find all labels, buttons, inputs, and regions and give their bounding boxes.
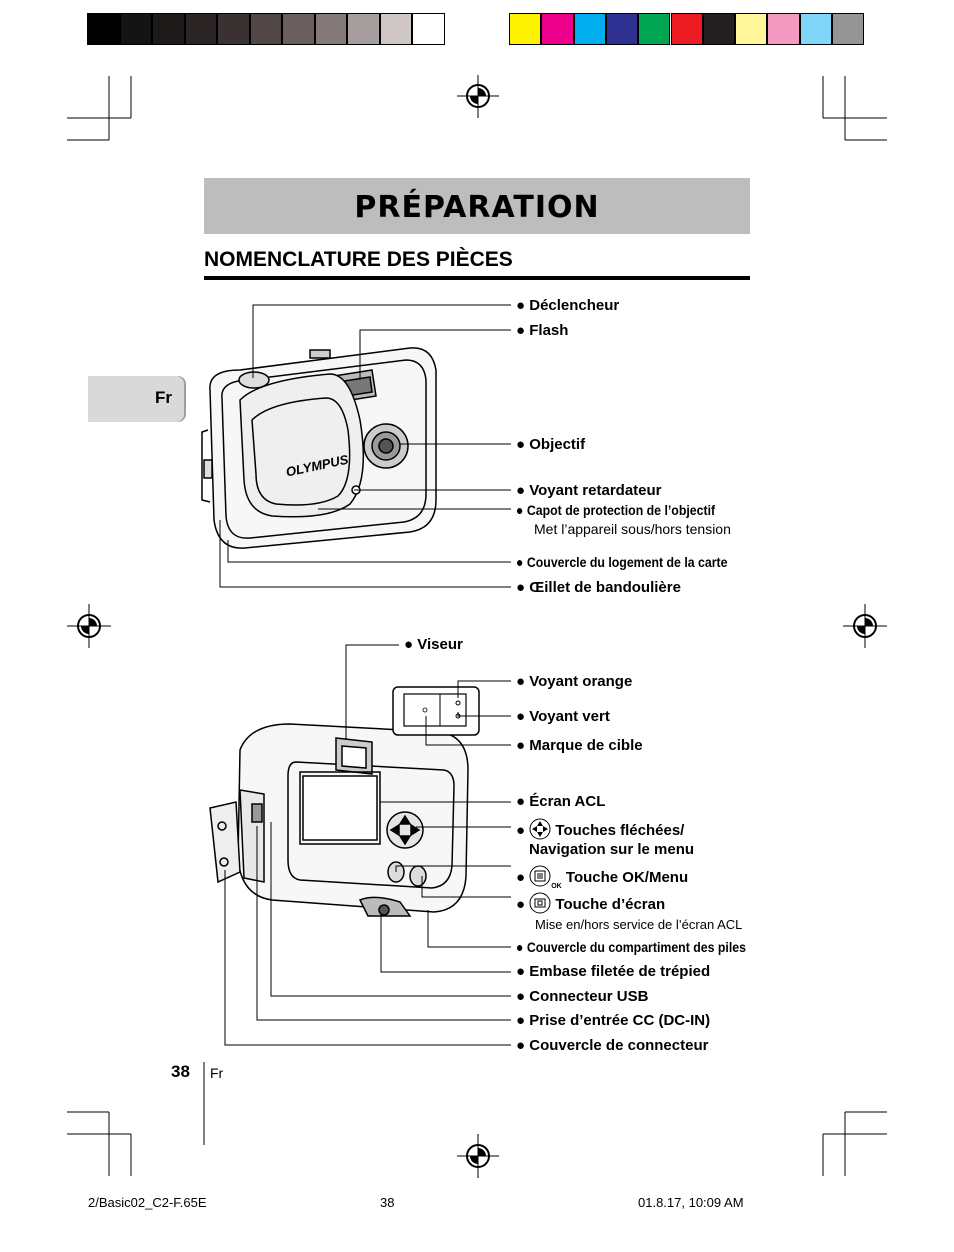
label-arrow-keys: ● Touches fléchées/ — [516, 818, 684, 840]
label-shutter-button: ● Déclencheur — [516, 297, 620, 314]
label-dc-in-jack: ● Prise d’entrée CC (DC-IN) — [516, 1012, 711, 1029]
calibration-swatch — [735, 13, 768, 45]
calibration-swatch — [282, 13, 315, 45]
calibration-swatch — [509, 13, 542, 45]
registration-mark-bottom — [457, 1134, 499, 1178]
footer-timestamp: 01.8.17, 10:09 AM — [638, 1195, 744, 1210]
calibration-swatch — [314, 13, 347, 45]
calibration-swatch — [249, 13, 282, 45]
menu-icon — [529, 865, 551, 887]
label-self-timer-lamp: ● Voyant retardateur — [516, 482, 662, 499]
language-tab: Fr — [88, 376, 186, 422]
calibration-swatch — [638, 13, 671, 45]
label-connector-cover: ● Couvercle de connecteur — [516, 1037, 709, 1054]
calibration-swatch — [152, 13, 185, 45]
label-orange-lamp: ● Voyant orange — [516, 673, 633, 690]
calibration-swatch — [605, 13, 639, 45]
registration-mark-left — [67, 604, 111, 648]
language-tab-label: Fr — [155, 388, 172, 407]
note-monitor-button: Mise en/hors service de l’écran ACL — [535, 917, 743, 932]
viewfinder-detail — [392, 686, 480, 736]
label-lens: ● Objectif — [516, 436, 586, 453]
registration-mark-top — [457, 75, 499, 118]
monitor-icon — [529, 892, 551, 914]
label-strap-eyelet: ● Œillet de bandoulière — [516, 579, 681, 596]
calibration-swatch — [119, 13, 152, 45]
label-usb-connector: ● Connecteur USB — [516, 988, 649, 1005]
label-monitor-button: ● Touche d’écran — [516, 892, 665, 914]
label-battery-cover: ● Couvercle du compartiment des piles — [516, 939, 746, 955]
label-menu-navigation: Navigation sur le menu — [529, 841, 695, 858]
section-rule — [204, 276, 750, 280]
label-lcd: ● Écran ACL — [516, 793, 606, 810]
calibration-swatch — [767, 13, 800, 45]
page-number: 38 — [171, 1062, 190, 1081]
label-green-lamp: ● Voyant vert — [516, 708, 610, 725]
calibration-swatch — [832, 13, 865, 45]
calibration-swatch — [702, 13, 736, 45]
calibration-swatch — [412, 13, 445, 45]
registration-mark-right — [843, 604, 887, 648]
calibration-swatch — [573, 13, 606, 45]
label-tripod-socket: ● Embase filetée de trépied — [516, 963, 711, 980]
calibration-swatch — [379, 13, 412, 45]
page-title: PRÉPARATION — [354, 190, 600, 225]
calibration-swatch — [184, 13, 217, 45]
calibration-swatch — [87, 13, 120, 45]
calibration-swatch — [541, 13, 574, 45]
label-viewfinder: ● Viseur — [404, 636, 463, 653]
label-lens-barrier: ● Capot de protection de l’objectif — [516, 502, 716, 518]
calibration-swatch — [670, 13, 703, 45]
section-title: NOMENCLATURE DES PIÈCES — [204, 248, 513, 271]
note-lens-barrier: Met l’appareil sous/hors tension — [534, 521, 731, 537]
calibration-swatch — [347, 13, 380, 45]
page-language: Fr — [210, 1065, 224, 1081]
label-target-mark: ● Marque de cible — [516, 737, 643, 754]
calibration-swatch — [217, 13, 250, 45]
footer-page: 38 — [380, 1195, 395, 1210]
label-flash: ● Flash — [516, 322, 569, 339]
camera-front-illustration: OLYMPUS — [201, 347, 437, 549]
chapter-title-bar: PRÉPARATION — [204, 178, 750, 234]
label-card-cover: ● Couvercle du logement de la carte — [516, 554, 728, 570]
footer-filename: 2/Basic02_C2-F.65E — [88, 1195, 207, 1210]
label-ok-menu-button: ● OK Touche OK/Menu — [516, 865, 688, 890]
camera-rear-illustration — [209, 723, 469, 917]
calibration-swatch — [799, 13, 832, 45]
arrow-pad-icon — [529, 818, 551, 840]
